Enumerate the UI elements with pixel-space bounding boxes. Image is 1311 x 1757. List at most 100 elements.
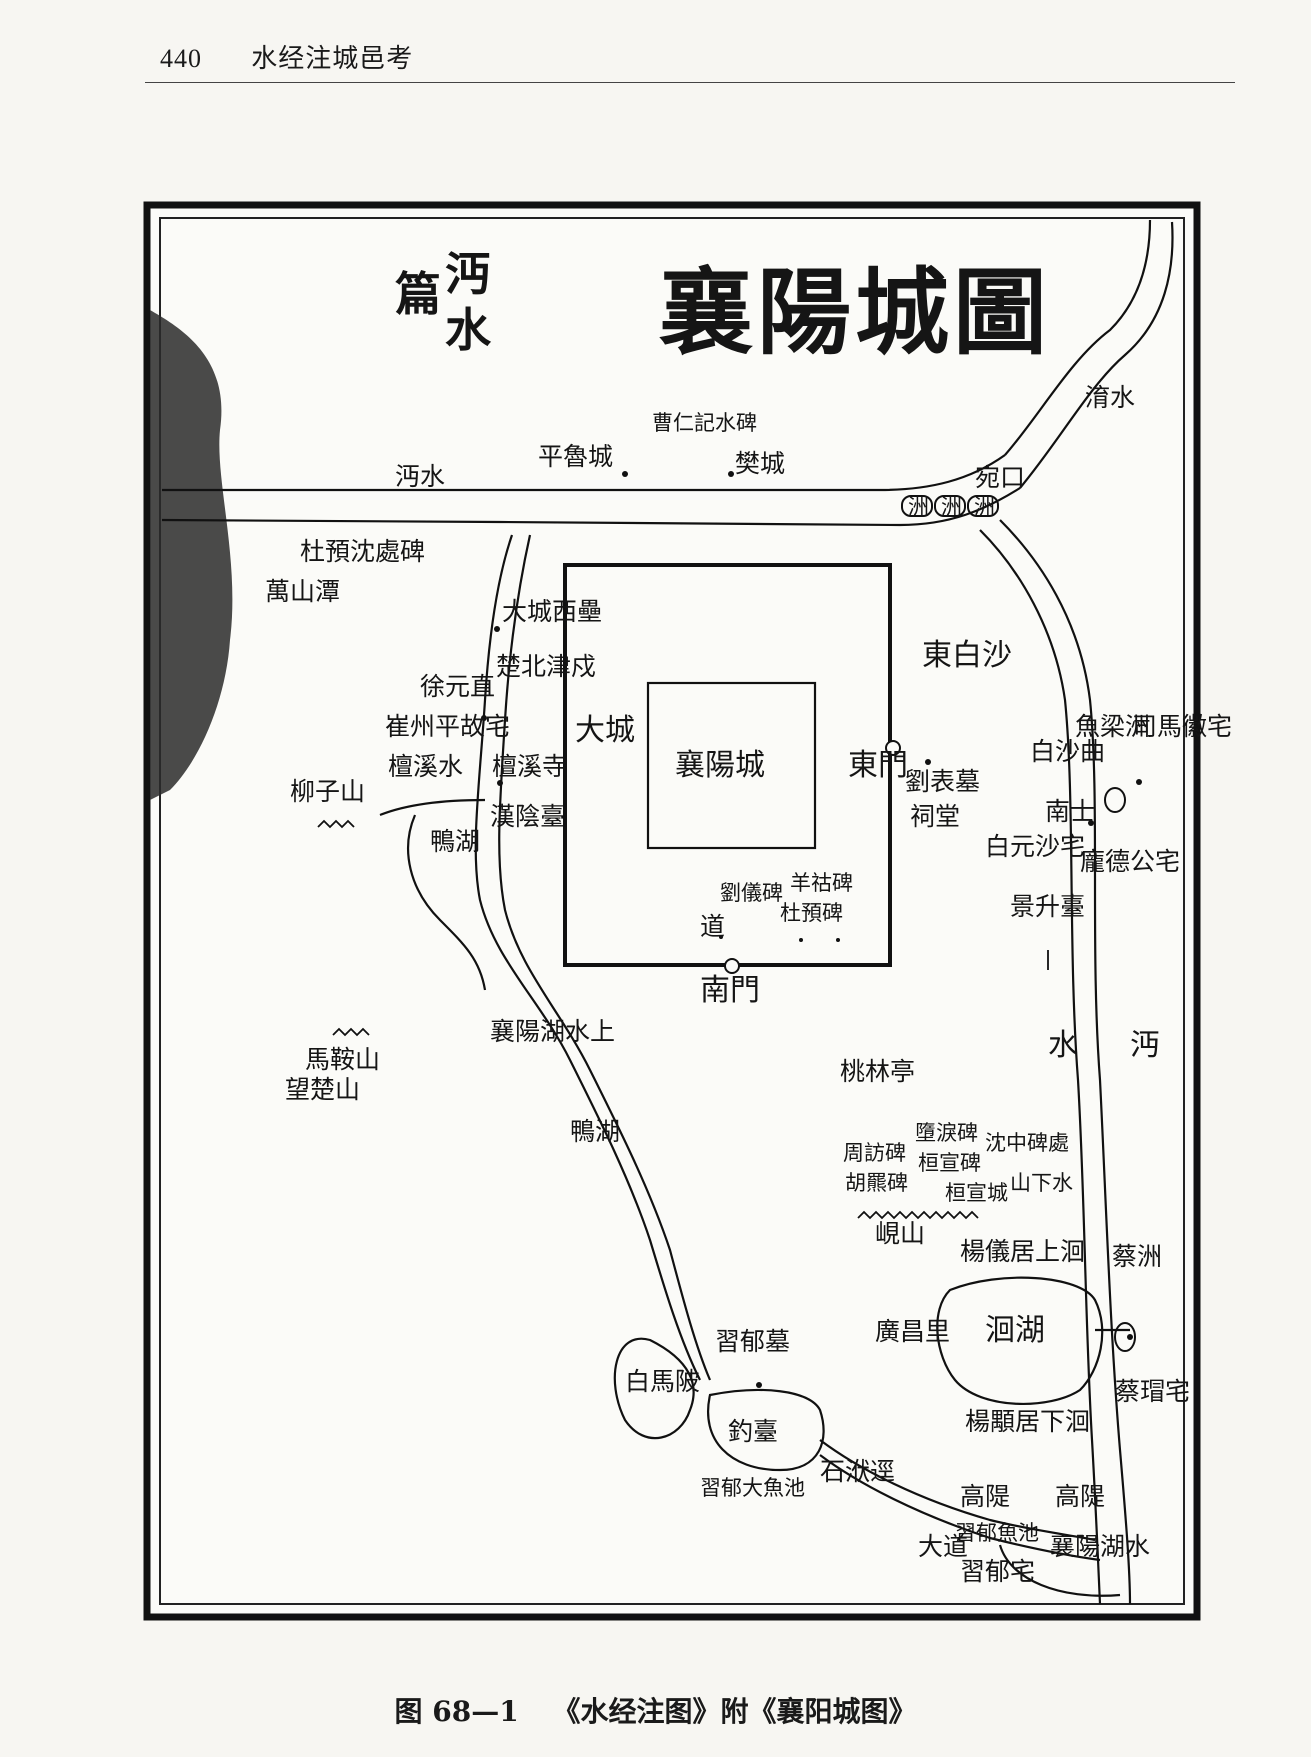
- label-diaotai: 釣臺: [728, 1417, 778, 1446]
- label-yuliangzhou: 魚梁洲: [1075, 712, 1150, 741]
- mian-river-low-bank: [161, 487, 1021, 527]
- label-shui-right: 水: [1048, 1028, 1078, 1063]
- page-number: 440: [160, 44, 202, 73]
- label-caizhou: 蔡洲: [1112, 1242, 1162, 1271]
- label-wankou: 宛口: [975, 463, 1025, 492]
- island-2: [934, 495, 966, 517]
- label-gaoti: 高隄: [960, 1482, 1010, 1511]
- island-1: [901, 495, 933, 517]
- diaotai-pond: [707, 1388, 825, 1472]
- label-dongbaisha: 東白沙: [922, 638, 1012, 673]
- label-zhou-gong: 周訪碑: [843, 1141, 906, 1165]
- label-xiyu-zhai: 習郁宅: [960, 1557, 1035, 1586]
- xian-mountain-mark: [857, 1210, 979, 1220]
- shifu-stream-b: [819, 1454, 1101, 1562]
- label-liuzishan: 柳子山: [290, 777, 365, 806]
- hui-lake: [936, 1276, 1104, 1406]
- baima-pond: [613, 1337, 695, 1440]
- label-pinglu: 平魯城: [538, 442, 613, 471]
- label-huihu: 洄湖: [985, 1313, 1045, 1348]
- label-gaoti2: 高隄: [1055, 1482, 1105, 1511]
- site-dots: [481, 471, 1142, 1388]
- label-nanshi: 南士: [1045, 797, 1095, 826]
- inner-city-wall: [646, 681, 817, 850]
- label-yahu-small: 鴨湖: [430, 827, 480, 856]
- label-xiyu-yuchi: 習郁魚池: [955, 1521, 1039, 1545]
- label-duo-sui: 墮淚碑: [915, 1121, 978, 1145]
- label-xu-yuanzhi: 徐元直: [420, 672, 495, 701]
- east-river-outer: [999, 519, 1132, 1605]
- label-tanxi-si: 檀溪寺: [492, 752, 567, 781]
- label-zhou-3: 洲: [974, 495, 995, 519]
- figure-caption: 图 68—1 《水经注图》附《襄阳城图》: [0, 1690, 1311, 1730]
- label-dacheng-west: 大城西壘: [502, 597, 602, 626]
- label-xiangyang-hu: 襄陽湖水: [1050, 1532, 1150, 1561]
- label-chubei: 楚北津戍: [496, 652, 596, 681]
- rivers: [161, 219, 1174, 1605]
- label-yahu: 鴨湖: [570, 1117, 620, 1146]
- label-shen-zhong: 沈中碑處: [985, 1131, 1069, 1155]
- book-title: 水经注城邑考: [251, 44, 414, 74]
- label-mashan: 馬鞍山: [305, 1045, 380, 1074]
- label-mianshui-top: 沔水: [395, 462, 445, 491]
- map-subtitle-3: 篇: [395, 267, 441, 321]
- label-qingshui: 淯水: [1085, 383, 1135, 412]
- qing-river-a: [1004, 219, 1152, 456]
- label-xiyu-chi: 習郁大魚池: [700, 1476, 805, 1500]
- mountain-marks: [317, 819, 1049, 1220]
- figure-title: 《水经注图》附《襄阳城图》: [552, 1695, 917, 1728]
- label-baiyuan: 白元沙宅: [985, 832, 1085, 861]
- label-shi-dao: 石洑逕: [820, 1457, 895, 1486]
- map-inner-frame: [159, 217, 1185, 1605]
- label-huan-cheng: 桓宣城: [945, 1181, 1008, 1205]
- label-duyu-s: 杜預碑: [780, 901, 843, 925]
- label-yanggu: 羊祜碑: [790, 871, 853, 895]
- label-tanxi-shui: 檀溪水: [388, 752, 463, 781]
- liuzi-mountain-mark: [317, 819, 355, 829]
- figure-number: 图 68—1: [394, 1695, 519, 1728]
- west-waterway-b: [498, 534, 712, 1381]
- label-cui-zhouping: 崔州平故宅: [385, 712, 510, 741]
- liuzi-stream: [379, 798, 486, 817]
- label-xianshan: 峴山: [875, 1219, 925, 1248]
- label-dongmen: 東門: [848, 748, 908, 783]
- mian-river-top-bank: [162, 454, 1006, 492]
- label-citang: 祠堂: [910, 802, 960, 831]
- label-xiyu-mu: 習郁墓: [715, 1327, 790, 1356]
- label-liubiao: 劉表墓: [905, 767, 980, 796]
- yuliang-island: [1104, 787, 1126, 813]
- label-nanmen: 南門: [700, 973, 760, 1008]
- shifu-stream: [819, 1439, 1096, 1542]
- xiangyang-lake-bank: [998, 1544, 1121, 1597]
- header-rule: [145, 82, 1235, 83]
- south-gate-marker: [724, 958, 740, 974]
- duck-lake-west: [407, 814, 487, 991]
- label-baishaqu: 白沙曲: [1030, 737, 1105, 766]
- west-waterway-a: [474, 534, 701, 1381]
- label-caoren: 曹仁記水碑: [652, 411, 757, 435]
- label-dao: 道: [700, 912, 725, 941]
- label-hanyin: 漢陰臺: [490, 802, 565, 831]
- island-3: [967, 495, 999, 517]
- map-frame: [143, 201, 1201, 1621]
- label-dadao: 大道: [918, 1532, 968, 1561]
- label-dubei: 杜預沈處碑: [300, 537, 425, 566]
- map-subtitle-1: 沔: [445, 247, 491, 301]
- map-title: 襄陽城圖: [659, 258, 1051, 368]
- label-sima: 司馬徽宅: [1132, 712, 1232, 741]
- qing-river-b: [1019, 221, 1174, 489]
- label-wantan: 萬山潭: [265, 577, 340, 606]
- label-taolin: 桃林亭: [840, 1057, 915, 1086]
- label-yangyi: 楊儀居上洄: [960, 1237, 1085, 1266]
- label-liuyi: 劉儀碑: [720, 881, 783, 905]
- scan-shadow: [150, 310, 233, 800]
- label-dacheng: 大城: [575, 713, 635, 748]
- label-jingsheng: 景升臺: [1010, 892, 1085, 921]
- label-zhou-2: 洲: [941, 495, 962, 519]
- label-yangyong: 楊顒居下洄: [965, 1407, 1090, 1436]
- label-baimapo: 白馬陂: [625, 1367, 700, 1396]
- caizhou-island: [1114, 1322, 1136, 1352]
- east-gate-marker: [885, 740, 901, 756]
- label-xiangyanghu: 襄陽湖水上: [490, 1017, 615, 1046]
